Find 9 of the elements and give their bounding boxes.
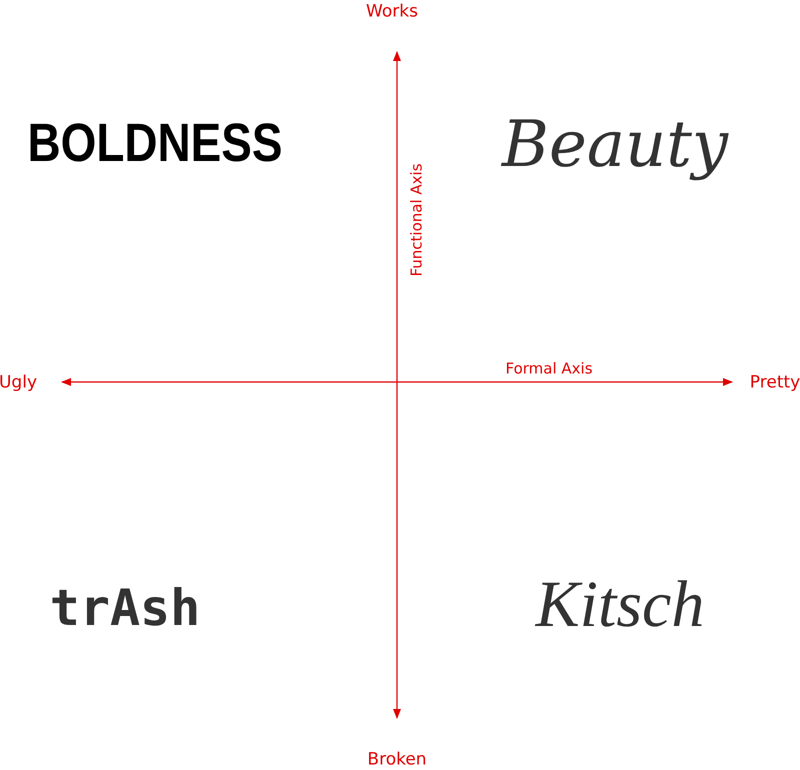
quadrant-word: trAsh xyxy=(50,583,200,633)
axis-end-label: Broken xyxy=(367,752,427,768)
axis-end-label: Works xyxy=(366,4,418,20)
axis-title: Functional Axis xyxy=(410,163,424,277)
quadrant-word: BOLDNESS xyxy=(27,116,283,170)
axis-end-label: Ugly xyxy=(0,374,38,392)
quadrant-word: Kitsch xyxy=(536,572,704,638)
axis-end-label: Pretty xyxy=(750,374,800,392)
axis-title: Formal Axis xyxy=(505,362,593,376)
